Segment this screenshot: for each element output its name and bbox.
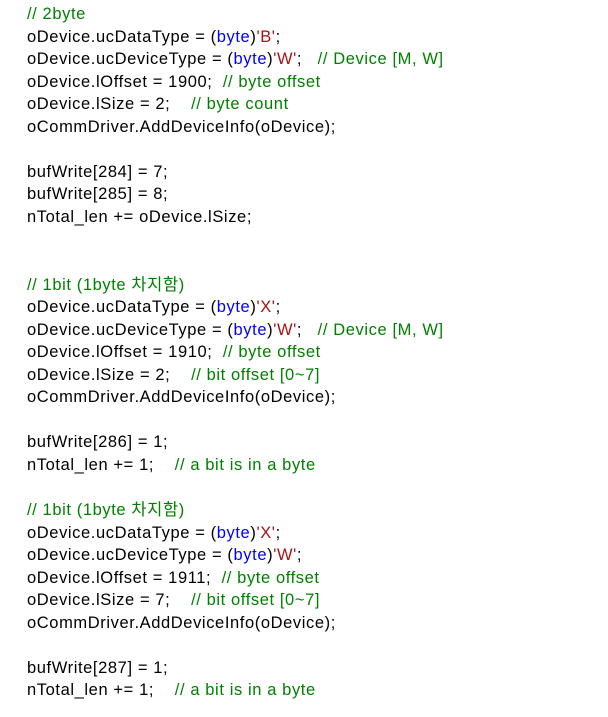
string-literal-token: 'W'	[273, 546, 297, 565]
code-line: oDevice.ucDataType = (byte)'X';	[27, 296, 444, 319]
string-literal-token: 'X'	[256, 523, 276, 542]
code-line: bufWrite[286] = 1;	[27, 431, 444, 454]
code-token: )	[250, 523, 257, 542]
code-token: ;	[275, 27, 281, 46]
comment-token: // Device [M, W]	[317, 50, 444, 69]
code-line: ​	[27, 228, 444, 251]
code-line: oCommDriver.AddDeviceInfo(oDevice);	[27, 386, 444, 409]
code-token: oDevice.ucDeviceType = (	[27, 546, 234, 565]
comment-token: // 1bit (1byte 차지함)	[27, 501, 185, 520]
code-line: nTotal_len += oDevice.lSize;	[27, 206, 444, 229]
code-line: oCommDriver.AddDeviceInfo(oDevice);	[27, 116, 444, 139]
comment-token: // byte count	[191, 95, 289, 114]
code-line: oDevice.lOffset = 1911; // byte offset	[27, 567, 444, 590]
code-line: oDevice.lOffset = 1900; // byte offset	[27, 71, 444, 94]
code-line: oDevice.ucDeviceType = (byte)'W'; // Dev…	[27, 48, 444, 71]
code-token: oDevice.ucDeviceType = (	[27, 320, 234, 339]
code-token: nTotal_len += 1;	[27, 455, 175, 474]
code-token: oDevice.lSize = 7;	[27, 591, 192, 610]
code-token: oDevice.ucDataType = (	[27, 523, 217, 542]
code-line: oDevice.lSize = 2; // byte count	[27, 93, 444, 116]
code-token: bufWrite[285] = 8;	[27, 185, 169, 204]
code-token: ;	[275, 298, 281, 317]
code-token: ;	[275, 523, 281, 542]
code-token: )	[267, 320, 274, 339]
comment-token: // a bit is in a byte	[174, 455, 316, 474]
code-line: oDevice.lSize = 2; // bit offset [0~7]	[27, 364, 444, 387]
code-token: nTotal_len += oDevice.lSize;	[27, 207, 253, 226]
string-literal-token: 'B'	[256, 27, 276, 46]
code-line: ​	[27, 251, 444, 274]
code-line: bufWrite[284] = 7;	[27, 161, 444, 184]
code-token: bufWrite[284] = 7;	[27, 162, 169, 181]
keyword-token: byte	[216, 523, 251, 542]
keyword-token: byte	[233, 320, 268, 339]
comment-token: // byte offset	[221, 568, 320, 587]
code-token: oDevice.ucDataType = (	[27, 27, 217, 46]
keyword-token: byte	[216, 298, 251, 317]
code-line: nTotal_len += 1; // a bit is in a byte	[27, 454, 444, 477]
code-line: nTotal_len += 1; // a bit is in a byte	[27, 679, 444, 702]
code-line: oDevice.ucDataType = (byte)'X';	[27, 522, 444, 545]
code-line: bufWrite[285] = 8;	[27, 183, 444, 206]
code-line: // 1bit (1byte 차지함)	[27, 499, 444, 522]
code-token: oCommDriver.AddDeviceInfo(oDevice);	[27, 117, 336, 136]
code-line: oCommDriver.AddDeviceInfo(oDevice);	[27, 612, 444, 635]
keyword-token: byte	[233, 546, 268, 565]
code-line: oDevice.ucDataType = (byte)'B';	[27, 26, 444, 49]
code-line: ​	[27, 476, 444, 499]
comment-token: // 1bit (1byte 차지함)	[27, 275, 185, 294]
code-line: // 2byte	[27, 3, 444, 26]
code-token: oDevice.ucDeviceType = (	[27, 50, 234, 69]
comment-token: // 2byte	[27, 5, 86, 23]
comment-token: // bit offset [0~7]	[191, 365, 321, 384]
code-token: )	[267, 50, 274, 69]
code-line: ​	[27, 634, 444, 657]
code-token: oDevice.lSize = 2;	[27, 95, 192, 114]
code-line: bufWrite[287] = 1;	[27, 657, 444, 680]
string-literal-token: 'X'	[256, 298, 276, 317]
comment-token: // a bit is in a byte	[174, 681, 316, 700]
code-line: // 1bit (1byte 차지함)	[27, 274, 444, 297]
comment-token: // byte offset	[222, 72, 321, 91]
comment-token: // byte offset	[222, 343, 321, 362]
code-line: oDevice.ucDeviceType = (byte)'W';	[27, 544, 444, 567]
code-token: )	[250, 298, 257, 317]
keyword-token: byte	[233, 50, 268, 69]
code-token: oDevice.ucDataType = (	[27, 298, 217, 317]
code-line: ​	[27, 138, 444, 161]
code-line: oDevice.lSize = 7; // bit offset [0~7]	[27, 589, 444, 612]
code-token: oDevice.lSize = 2;	[27, 365, 192, 384]
code-token: oDevice.lOffset = 1911;	[27, 568, 222, 587]
string-literal-token: 'W'	[273, 320, 297, 339]
code-token: nTotal_len += 1;	[27, 681, 175, 700]
code-token: bufWrite[287] = 1;	[27, 658, 169, 677]
code-token: ;	[296, 320, 318, 339]
code-line: oDevice.lOffset = 1910; // byte offset	[27, 341, 444, 364]
string-literal-token: 'W'	[273, 50, 297, 69]
code-token: ;	[296, 50, 318, 69]
code-token: oCommDriver.AddDeviceInfo(oDevice);	[27, 613, 336, 632]
comment-token: // bit offset [0~7]	[191, 591, 321, 610]
code-token: oCommDriver.AddDeviceInfo(oDevice);	[27, 388, 336, 407]
code-token: )	[267, 546, 274, 565]
code-token: ;	[296, 546, 303, 565]
code-line: oDevice.ucDeviceType = (byte)'W'; // Dev…	[27, 319, 444, 342]
keyword-token: byte	[216, 27, 251, 46]
code-line: ​	[27, 409, 444, 432]
code-token: )	[250, 27, 257, 46]
code-token: bufWrite[286] = 1;	[27, 433, 169, 452]
code-token: oDevice.lOffset = 1900;	[27, 72, 223, 91]
code-token: oDevice.lOffset = 1910;	[27, 343, 223, 362]
comment-token: // Device [M, W]	[317, 320, 444, 339]
